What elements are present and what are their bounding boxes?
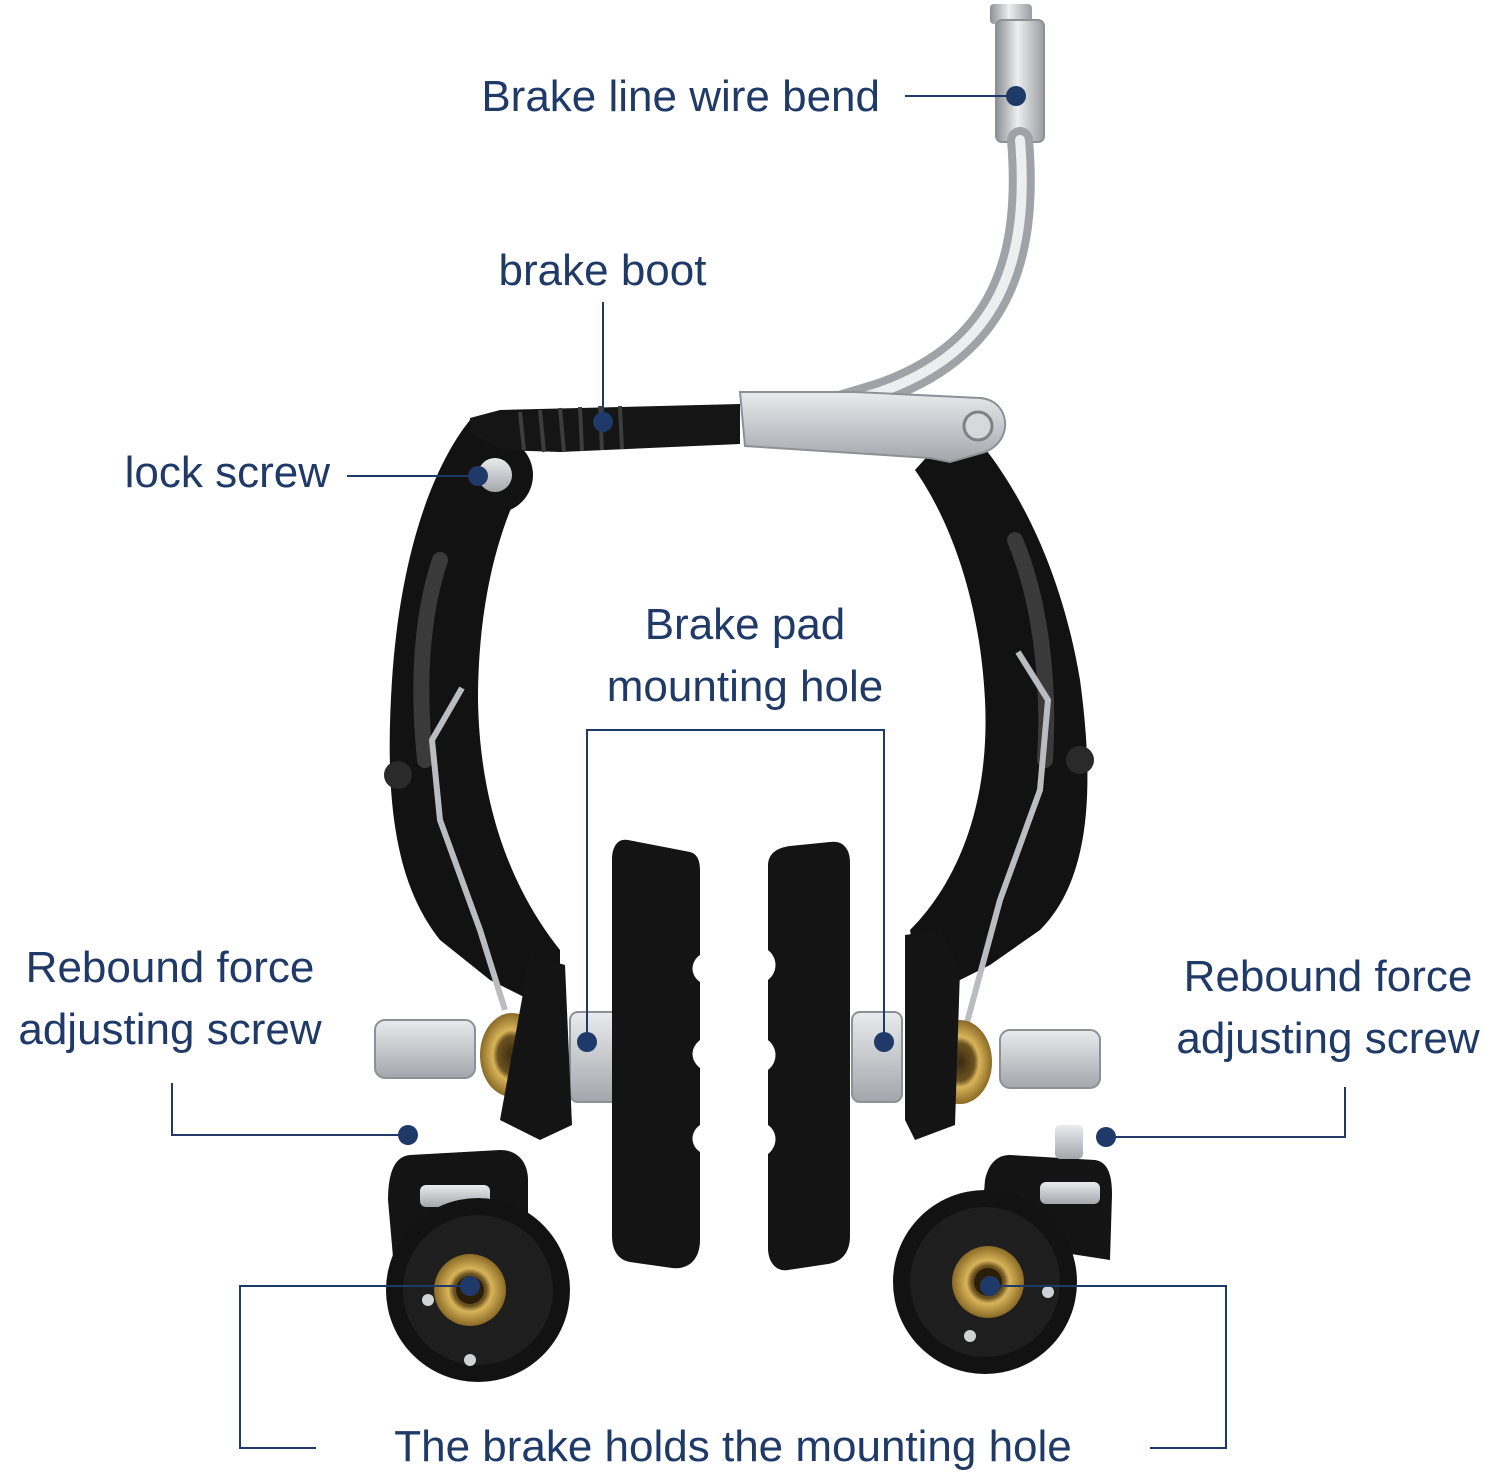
- dot-pad-hole-left: [577, 1032, 597, 1052]
- leader-holds-right: [990, 1285, 1227, 1449]
- dot-pad-hole-right: [874, 1032, 894, 1052]
- cable-link: [738, 391, 1007, 464]
- leader-pad-hole: [586, 729, 885, 1042]
- leader-rebound-left: [171, 1083, 408, 1136]
- label-lock-screw: lock screw: [124, 448, 330, 497]
- left-brake-pad: [612, 839, 700, 1269]
- label-brake-boot: brake boot: [498, 246, 707, 295]
- label-holds-hole: The brake holds the mounting hole: [394, 1422, 1072, 1471]
- dot-holds-right: [980, 1276, 1000, 1296]
- label-pad-hole-line2: mounting hole: [606, 662, 884, 711]
- right-brake-pad: [768, 841, 850, 1271]
- label-wire-bend: Brake line wire bend: [481, 72, 880, 121]
- label-pad-hole-line1: Brake pad: [644, 600, 846, 649]
- dot-holds-left: [460, 1276, 480, 1296]
- leader-dots: [398, 86, 1116, 1296]
- label-rebound-right-line2: adjusting screw: [1176, 1014, 1480, 1063]
- leader-holds-left: [239, 1285, 470, 1449]
- dot-brake-boot: [593, 412, 613, 432]
- leader-rebound-right: [1106, 1087, 1346, 1138]
- label-rebound-left-line1: Rebound force: [25, 943, 315, 992]
- label-rebound-right-line1: Rebound force: [1183, 952, 1473, 1001]
- dot-lock-screw: [468, 466, 488, 486]
- right-return-spring: [962, 650, 1052, 1031]
- right-lower-mount: [893, 1125, 1112, 1374]
- left-return-spring: [428, 686, 508, 1011]
- left-lower-mount: [386, 1150, 570, 1382]
- right-pad-hardware: [851, 930, 1101, 1140]
- right-brake-arm: [910, 420, 1088, 990]
- dot-rebound-left: [398, 1125, 418, 1145]
- dot-wire-bend: [1006, 86, 1026, 106]
- leader-lines: [171, 95, 1346, 1449]
- label-rebound-left-line2: adjusting screw: [18, 1005, 322, 1054]
- wire-ferrule: [990, 4, 1045, 143]
- dot-rebound-right: [1096, 1127, 1116, 1147]
